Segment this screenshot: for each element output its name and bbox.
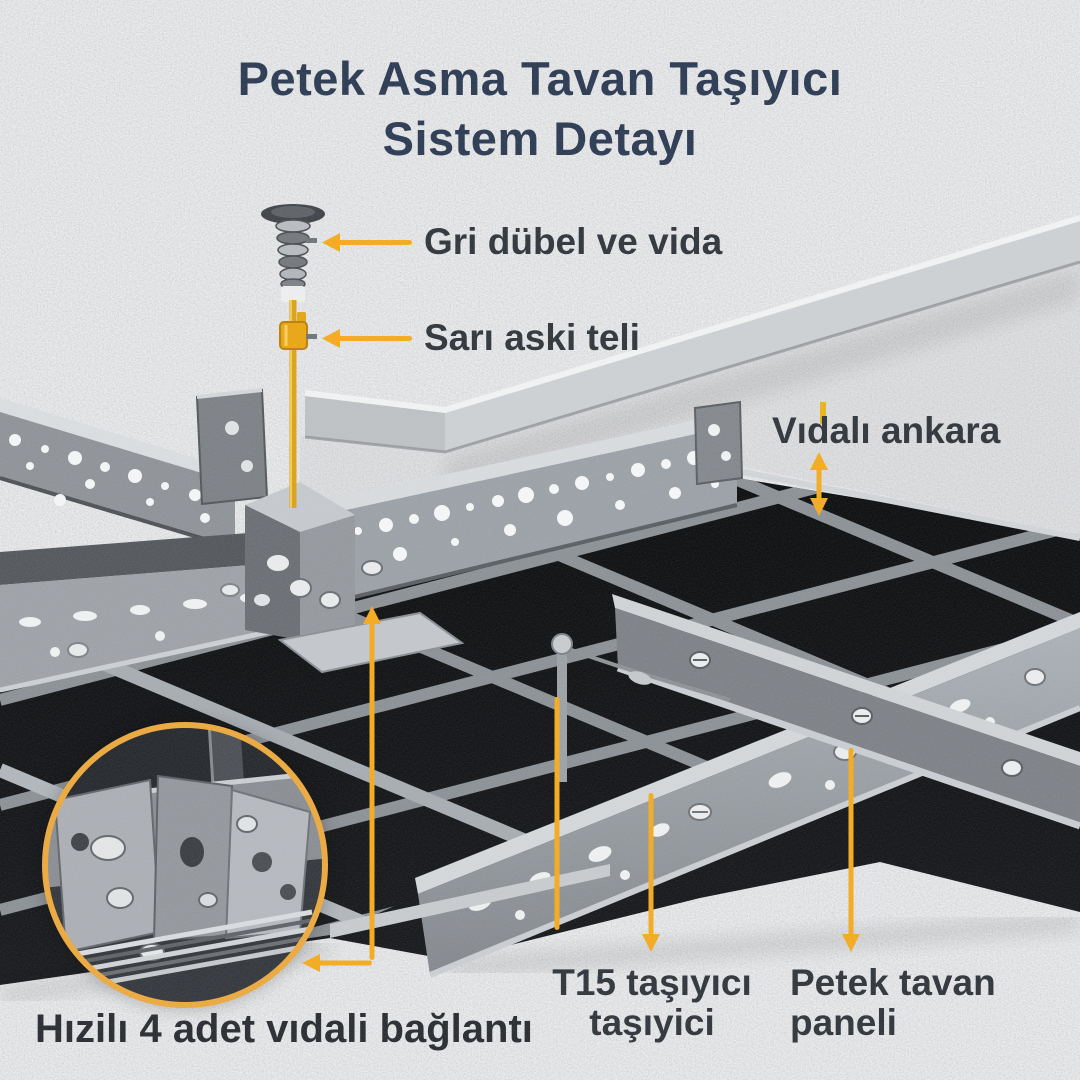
diagram-canvas: Petek Asma Tavan Taşıyıcı Sistem Detayı … xyxy=(0,0,1080,1080)
grain-overlay xyxy=(0,0,1080,1080)
infographic: Petek Asma Tavan Taşıyıcı Sistem Detayı … xyxy=(0,0,1080,1080)
